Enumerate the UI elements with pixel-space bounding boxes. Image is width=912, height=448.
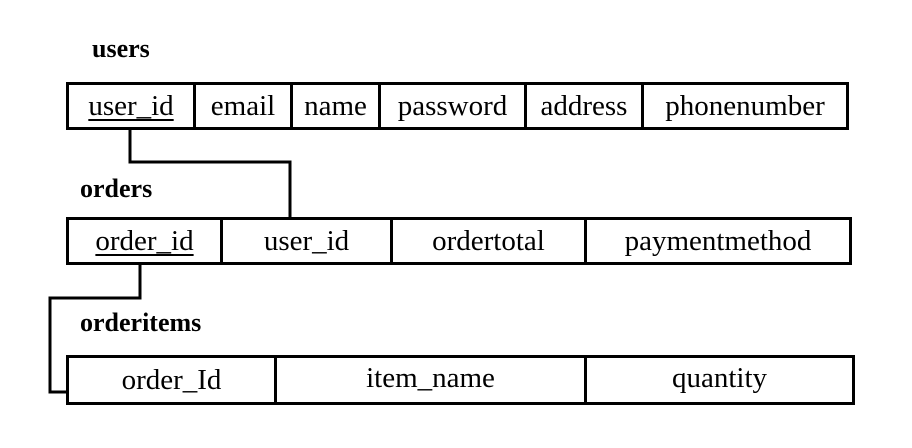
orderitems-column-quantity: quantity — [584, 358, 852, 402]
orderitems-column-order-id: order_Id — [121, 363, 222, 396]
orderitems-column-item-name: item_name — [274, 358, 584, 402]
orders-column-ordertotal: ordertotal — [390, 220, 584, 262]
users-column-phonenumber: phonenumber — [641, 85, 846, 127]
users-table-title: users — [92, 34, 150, 63]
users-column-password: password — [378, 85, 524, 127]
users-column-email: email — [193, 85, 290, 127]
orders-table-title: orders — [80, 174, 153, 203]
users-column-name: name — [290, 85, 378, 127]
orders-column-order-id: order_id — [95, 224, 194, 257]
orders-orderitems-relationship-line — [48, 265, 142, 394]
users-orders-relationship-line — [128, 130, 292, 217]
orderitems-table: order_Id item_name quantity — [66, 355, 855, 405]
users-table: user_id email name password address phon… — [66, 82, 849, 130]
orders-table: order_id user_id ordertotal paymentmetho… — [66, 217, 852, 265]
users-column-address: address — [524, 85, 641, 127]
users-column-user-id: user_id — [88, 89, 174, 122]
orders-column-user-id: user_id — [220, 220, 390, 262]
orderitems-table-title: orderitems — [80, 308, 202, 337]
orders-column-paymentmethod: paymentmethod — [584, 220, 849, 262]
